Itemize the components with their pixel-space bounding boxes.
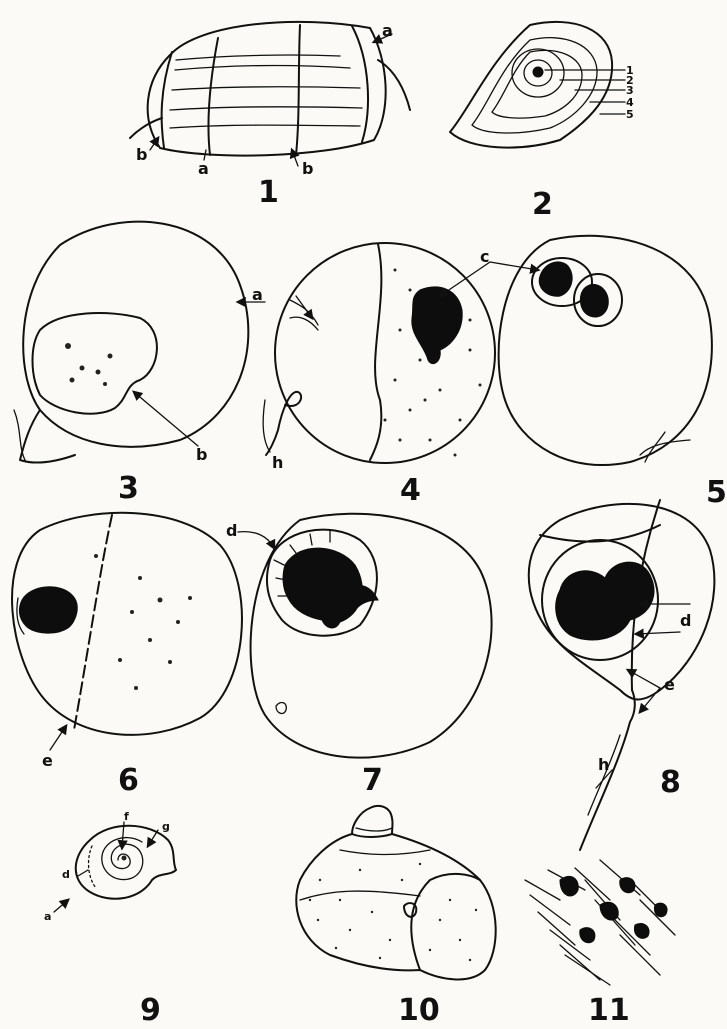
fig9-label-f: f — [124, 810, 129, 823]
figure-10-number: 10 — [398, 993, 440, 1028]
figure-2: 1 2 3 4 5 2 — [450, 22, 634, 222]
fig6-label-e: e — [42, 751, 53, 770]
figure-1: a a b b 1 — [130, 21, 410, 210]
figure-6-number: 6 — [118, 763, 139, 798]
figure-3-number: 3 — [118, 471, 139, 506]
figure-5: c 5 — [440, 236, 727, 510]
figure-10: 10 — [296, 806, 495, 1028]
figure-1-number: 1 — [258, 175, 279, 210]
figure-2-number: 2 — [532, 187, 553, 222]
fig8-label-d: d — [680, 611, 691, 630]
figure-7-number: 7 — [362, 763, 383, 798]
fig3-label-a: a — [252, 285, 263, 304]
fig5-label-c: c — [480, 247, 489, 266]
fig8-label-h: h — [598, 755, 609, 774]
figure-6: e 6 — [12, 513, 242, 798]
fig1-label-b-left: b — [136, 145, 147, 164]
fig1-label-a-top: a — [382, 21, 393, 40]
figure-4-number: 4 — [400, 473, 421, 508]
figure-5-number: 5 — [706, 475, 727, 510]
figure-11: 11 — [525, 860, 675, 1028]
figure-8: d e h 8 — [529, 500, 715, 850]
fig7-label-d: d — [226, 521, 237, 540]
figure-3: b a 3 — [14, 222, 265, 506]
figure-7: d 7 — [226, 514, 492, 798]
fig1-label-b-right: b — [302, 159, 313, 178]
figure-9: f g d a 9 — [44, 810, 176, 1028]
figure-9-number: 9 — [140, 993, 161, 1028]
fig9-label-d: d — [62, 868, 70, 881]
fig8-label-e: e — [664, 675, 675, 694]
fig3-label-b: b — [196, 445, 207, 464]
figure-8-number: 8 — [660, 765, 681, 800]
fig4-label-h: h — [272, 453, 283, 472]
fig9-label-g: g — [162, 820, 170, 833]
fig1-label-a-bottom: a — [198, 159, 209, 178]
fig2-ring-5: 5 — [626, 108, 634, 121]
figure-11-number: 11 — [588, 993, 630, 1028]
fig9-label-a: a — [44, 910, 51, 923]
